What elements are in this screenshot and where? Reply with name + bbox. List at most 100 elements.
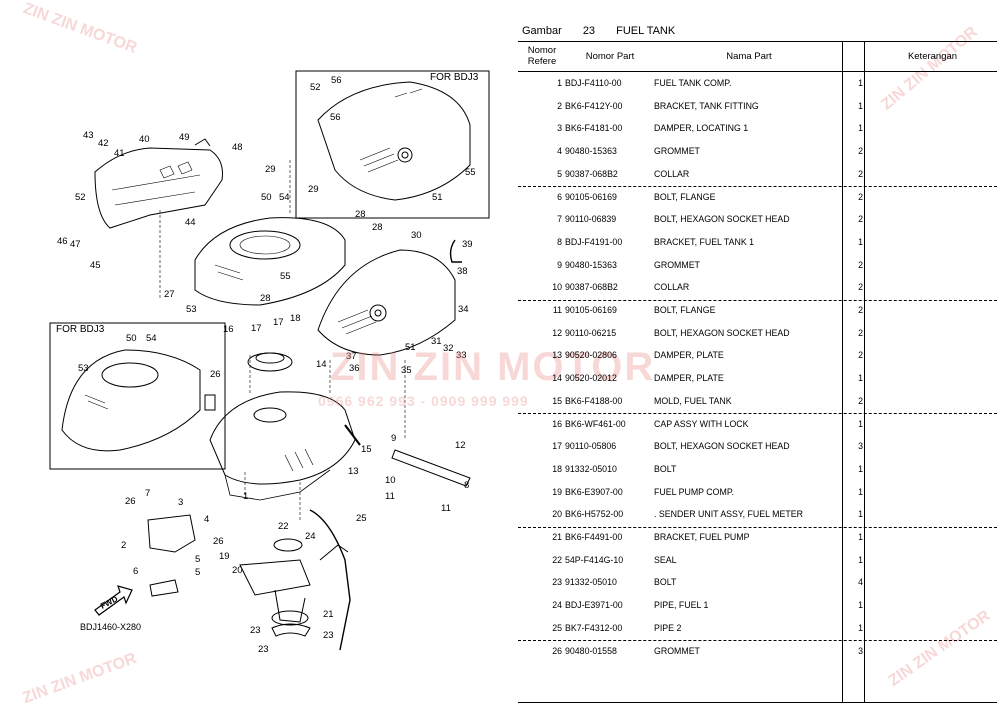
callout: 15 xyxy=(361,444,372,455)
part-no-cell: BK6-F4188-00 xyxy=(565,395,623,406)
callout: 46 xyxy=(57,236,68,247)
part-name-cell: COLLAR xyxy=(654,282,690,293)
qty-cell: 1 xyxy=(858,236,863,247)
callout: 36 xyxy=(349,363,360,374)
part-name-cell: FUEL TANK COMP. xyxy=(654,78,732,88)
qty-cell: 1 xyxy=(858,100,863,111)
callout: 56 xyxy=(330,112,341,123)
callout: 52 xyxy=(75,192,86,203)
callout: 28 xyxy=(372,222,383,233)
part-name-cell: MOLD, FUEL TANK xyxy=(654,395,732,406)
callout: 17 xyxy=(273,317,284,328)
callout: 55 xyxy=(465,167,476,178)
callout: 31 xyxy=(431,336,442,347)
ref-cell: 6 xyxy=(557,191,562,202)
callout: 26 xyxy=(213,536,224,547)
callout: 28 xyxy=(260,293,271,304)
callout: 26 xyxy=(125,496,136,507)
callout: 10 xyxy=(385,475,396,486)
callout: 42 xyxy=(98,138,109,149)
qty-cell: 1 xyxy=(858,418,863,429)
part-no-cell: 90480-15363 xyxy=(565,259,617,270)
table-bottom xyxy=(518,702,997,703)
callout: 38 xyxy=(457,266,468,277)
part-no-cell: 90520-02806 xyxy=(565,350,617,361)
part-name-cell: GROMMET xyxy=(654,645,700,656)
inset-box-left xyxy=(49,322,226,470)
group-separator xyxy=(518,300,997,301)
ref-cell: 14 xyxy=(552,373,562,384)
part-no-cell: 90110-06839 xyxy=(565,214,617,225)
callout: 29 xyxy=(265,164,276,175)
callout: 5 xyxy=(195,554,201,565)
part-name-cell: BRACKET, FUEL TANK 1 xyxy=(654,236,755,247)
header-part-no: Nomor Part xyxy=(585,51,635,62)
callout: 54 xyxy=(279,192,290,203)
group-separator xyxy=(518,186,997,187)
callout: 25 xyxy=(356,513,367,524)
qty-cell: 1 xyxy=(858,373,863,384)
inset-label-top: FOR BDJ3 xyxy=(430,72,479,83)
ref-cell: 12 xyxy=(552,327,562,338)
figure-code: BDJ1460-X280 xyxy=(80,622,142,632)
ref-cell: 10 xyxy=(552,282,562,293)
part-no-cell: BK6-H5752-00 xyxy=(565,509,624,520)
callout: 3 xyxy=(178,497,184,508)
ref-cell: 21 xyxy=(552,532,562,542)
inset-label-left: FOR BDJ3 xyxy=(56,324,105,335)
callout: 23 xyxy=(258,644,269,655)
callout: 43 xyxy=(83,130,94,141)
callout: 12 xyxy=(455,440,466,451)
ref-cell: 25 xyxy=(552,622,562,633)
qty-cell: 2 xyxy=(858,191,863,202)
part-name-cell: BRACKET, FUEL PUMP xyxy=(654,532,750,542)
ref-cell: 20 xyxy=(552,509,562,520)
qty-cell: 1 xyxy=(858,78,863,88)
callout: 8 xyxy=(464,480,470,491)
part-no-cell: 90387-068B2 xyxy=(565,168,618,179)
fuel-tank-1 xyxy=(209,391,356,485)
part-name-cell: BOLT, HEXAGON SOCKET HEAD xyxy=(654,441,790,452)
callout: 20 xyxy=(232,565,243,576)
ref-cell: 26 xyxy=(552,645,562,656)
qty-cell: 2 xyxy=(858,168,863,179)
callout: 50 xyxy=(126,333,137,344)
ref-cell: 9 xyxy=(557,259,562,270)
gambar-number: 23 xyxy=(582,25,596,37)
ref-cell: 16 xyxy=(552,418,562,429)
part-name-cell: COLLAR xyxy=(654,168,690,179)
ref-cell: 23 xyxy=(552,577,562,588)
callout: 48 xyxy=(232,142,243,153)
inset-cover-left xyxy=(61,349,201,452)
callout: 30 xyxy=(411,230,422,241)
header-note: Keterangan xyxy=(907,51,958,62)
part-name-cell: . SENDER UNIT ASSY, FUEL METER xyxy=(654,509,803,520)
callout: 23 xyxy=(323,630,334,641)
header-ref: Nomor Refere xyxy=(527,45,557,67)
qty-cell: 3 xyxy=(858,645,863,656)
watermark-brand: ZIN ZIN MOTOR xyxy=(330,345,656,389)
qty-cell: 2 xyxy=(858,327,863,338)
ref-cell: 17 xyxy=(552,441,562,452)
callout: 14 xyxy=(316,359,327,370)
callout: 21 xyxy=(323,609,334,620)
callout: 44 xyxy=(185,217,196,228)
side-cover-30 xyxy=(317,249,456,356)
part-name-cell: DAMPER, PLATE xyxy=(654,373,724,384)
part-no-cell: BK6-E3907-00 xyxy=(565,486,623,497)
part-name-cell: BOLT xyxy=(654,577,677,588)
callout: 27 xyxy=(164,289,175,300)
part-no-cell: 90110-06215 xyxy=(565,327,617,338)
callout: 49 xyxy=(179,132,190,143)
part-no-cell: 90105-06169 xyxy=(565,191,617,202)
part-no-cell: BK7-F4312-00 xyxy=(565,622,623,633)
callout: 55 xyxy=(280,271,291,282)
